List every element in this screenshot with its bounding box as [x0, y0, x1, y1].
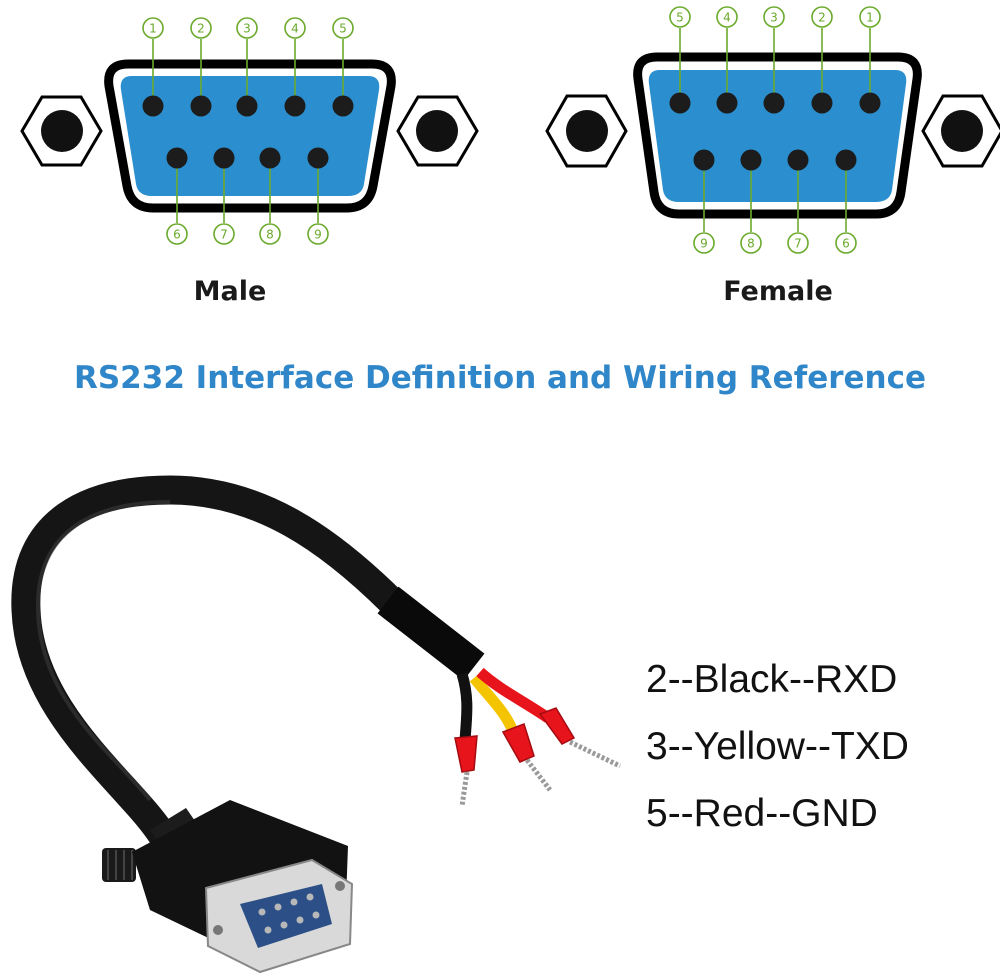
female-pin-8 — [740, 149, 762, 171]
cable-assembly — [11, 475, 622, 974]
female-pin-3 — [763, 92, 785, 114]
strands-black-wire — [459, 771, 470, 807]
male-label: Male — [193, 276, 267, 307]
cable-highlight — [35, 500, 171, 802]
female-pin-1-callout — [859, 6, 881, 28]
plug-pins — [258, 893, 320, 934]
ferrule-yellow-wire — [501, 723, 535, 763]
female-pin-9 — [693, 149, 715, 171]
female-pin-5-callout — [669, 6, 691, 28]
db9-plug — [102, 800, 354, 974]
female-pin-6-callout — [835, 232, 857, 254]
male-pin-1 — [142, 95, 164, 117]
male-pin-number: 2 — [197, 22, 205, 36]
male-pin-8 — [259, 147, 281, 169]
heat-shrink-sleeve — [377, 586, 485, 681]
female-pin-number: 1 — [866, 11, 874, 25]
male-pin-7 — [213, 147, 235, 169]
male-pin-number: 1 — [149, 22, 157, 36]
male-pin-2-callout — [190, 17, 212, 39]
male-pin-3 — [236, 95, 258, 117]
plug-rivet-right — [335, 881, 345, 891]
male-pin-number: 5 — [339, 22, 347, 36]
male-right-screw-hole — [416, 110, 458, 152]
female-label: Female — [723, 276, 833, 307]
male-connector: 1 2 3 4 5 6 7 8 9 — [20, 17, 479, 245]
female-pin-7 — [787, 149, 809, 171]
male-pin-number: 7 — [220, 228, 228, 242]
male-pin-8-callout — [259, 223, 281, 245]
female-pin-1 — [859, 92, 881, 114]
female-pin-3-callout — [763, 6, 785, 28]
male-pin-2 — [190, 95, 212, 117]
strands-red-wire — [568, 739, 622, 769]
male-connector-face — [120, 76, 380, 196]
male-pin-9 — [307, 147, 329, 169]
male-pin-6 — [166, 147, 188, 169]
wiring-line-yellow: 3--Yellow--TXD — [646, 725, 909, 768]
strands-yellow-wire — [525, 758, 552, 792]
female-pin-9-callout — [693, 232, 715, 254]
female-pin-6 — [835, 149, 857, 171]
female-pin-number: 5 — [676, 11, 684, 25]
diagram-title: RS232 Interface Definition and Wiring Re… — [73, 360, 926, 396]
female-pin-7-callout — [787, 232, 809, 254]
black-wire — [456, 672, 473, 743]
female-pins: 5 4 3 2 1 9 8 7 6 — [669, 6, 881, 254]
male-pin-3-callout — [236, 17, 258, 39]
male-left-screw-hole — [41, 110, 83, 152]
ferrule-black-wire — [454, 735, 478, 773]
male-pin-number: 6 — [173, 228, 181, 242]
female-pin-number: 7 — [794, 237, 802, 251]
male-pin-6-callout — [166, 223, 188, 245]
male-pin-number: 8 — [266, 228, 274, 242]
male-pins: 1 2 3 4 5 6 7 8 9 — [142, 17, 354, 245]
female-pin-number: 2 — [818, 11, 826, 25]
female-pin-number: 3 — [770, 11, 778, 25]
ferrule-red-wire — [538, 707, 576, 745]
male-pin-number: 3 — [243, 22, 251, 36]
female-pin-5 — [669, 92, 691, 114]
female-pin-number: 8 — [747, 237, 755, 251]
male-pin-4-callout — [284, 17, 306, 39]
female-pin-number: 6 — [842, 237, 850, 251]
male-pin-5-callout — [332, 17, 354, 39]
female-pin-2 — [811, 92, 833, 114]
female-pin-number: 4 — [723, 11, 731, 25]
plug-rivet-left — [213, 925, 223, 935]
female-pin-8-callout — [740, 232, 762, 254]
male-pin-1-callout — [142, 17, 164, 39]
female-pin-4 — [716, 92, 738, 114]
male-pin-4 — [284, 95, 306, 117]
female-left-screw-hole — [566, 110, 608, 152]
female-pin-4-callout — [716, 6, 738, 28]
female-pin-number: 9 — [700, 237, 708, 251]
wiring-line-black: 2--Black--RXD — [646, 658, 898, 701]
thumb-screw-left — [102, 848, 136, 882]
male-pin-9-callout — [307, 223, 329, 245]
wiring-line-red: 5--Red--GND — [646, 792, 878, 835]
female-right-screw-hole — [941, 110, 983, 152]
cable-jacket — [11, 475, 481, 853]
male-pin-number: 4 — [291, 22, 299, 36]
female-pin-2-callout — [811, 6, 833, 28]
female-connector-face — [648, 70, 907, 202]
male-pin-number: 9 — [314, 228, 322, 242]
female-connector: 5 4 3 2 1 9 8 7 6 — [545, 6, 1000, 254]
male-pin-7-callout — [213, 223, 235, 245]
male-pin-5 — [332, 95, 354, 117]
